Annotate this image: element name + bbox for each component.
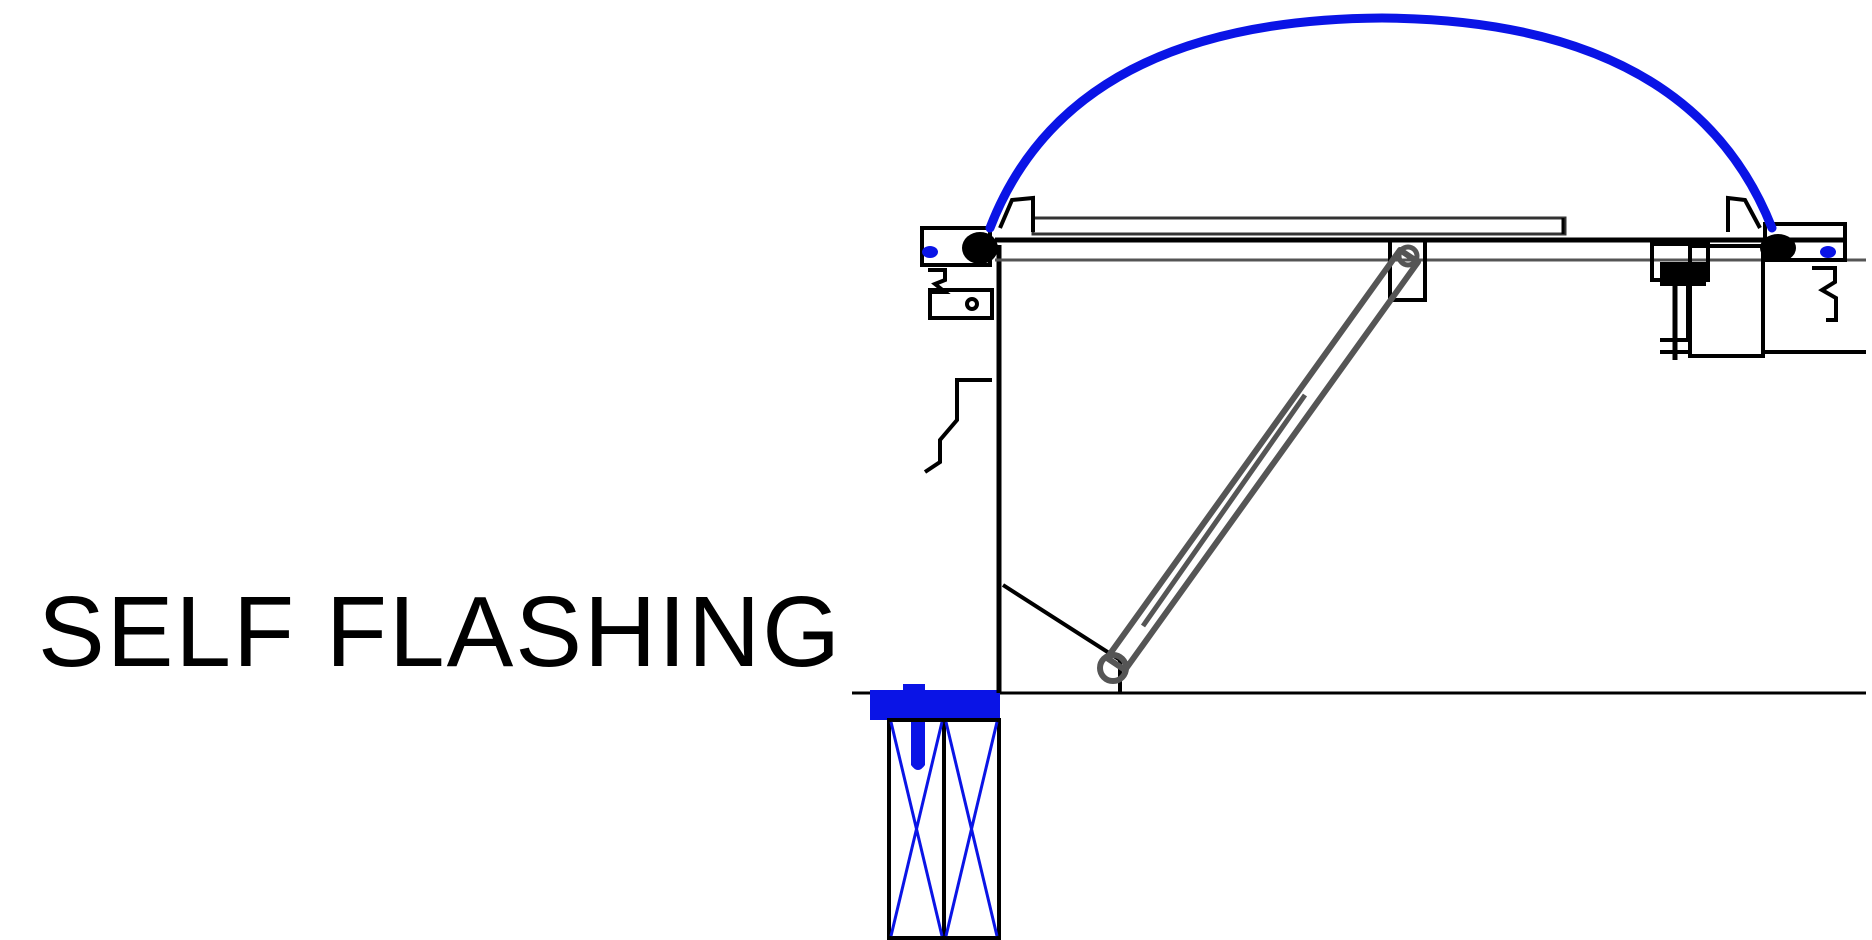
nailer-cross-2 bbox=[889, 721, 944, 937]
left-dome-retainer bbox=[998, 195, 1035, 232]
nailer-cross-4 bbox=[944, 721, 999, 937]
right-dome-retainer bbox=[1726, 195, 1762, 232]
counter-flashing bbox=[923, 378, 992, 474]
left-gasket bbox=[962, 232, 998, 264]
left-frame-bolt bbox=[928, 288, 994, 320]
left-frame-profile bbox=[920, 226, 992, 267]
latch-hook bbox=[1660, 338, 1690, 354]
left-gasket-blue bbox=[922, 246, 938, 258]
strut-bottom-pivot bbox=[1097, 652, 1129, 684]
strut-top-bracket bbox=[1388, 240, 1427, 302]
flashing-flange bbox=[870, 684, 1000, 770]
right-gasket-blue bbox=[1820, 246, 1836, 258]
glazing-rail bbox=[1031, 216, 1567, 236]
right-frame-clip bbox=[1812, 266, 1838, 322]
latch-bracket bbox=[1650, 242, 1710, 282]
gas-strut-rod bbox=[1140, 393, 1308, 628]
diagram-label: SELF FLASHING bbox=[38, 576, 842, 688]
right-gasket bbox=[1760, 234, 1796, 262]
left-frame-bolt-head bbox=[965, 297, 979, 311]
dome bbox=[985, 13, 1777, 233]
latch-block bbox=[1660, 262, 1706, 286]
strut-top-pivot bbox=[1396, 244, 1420, 268]
